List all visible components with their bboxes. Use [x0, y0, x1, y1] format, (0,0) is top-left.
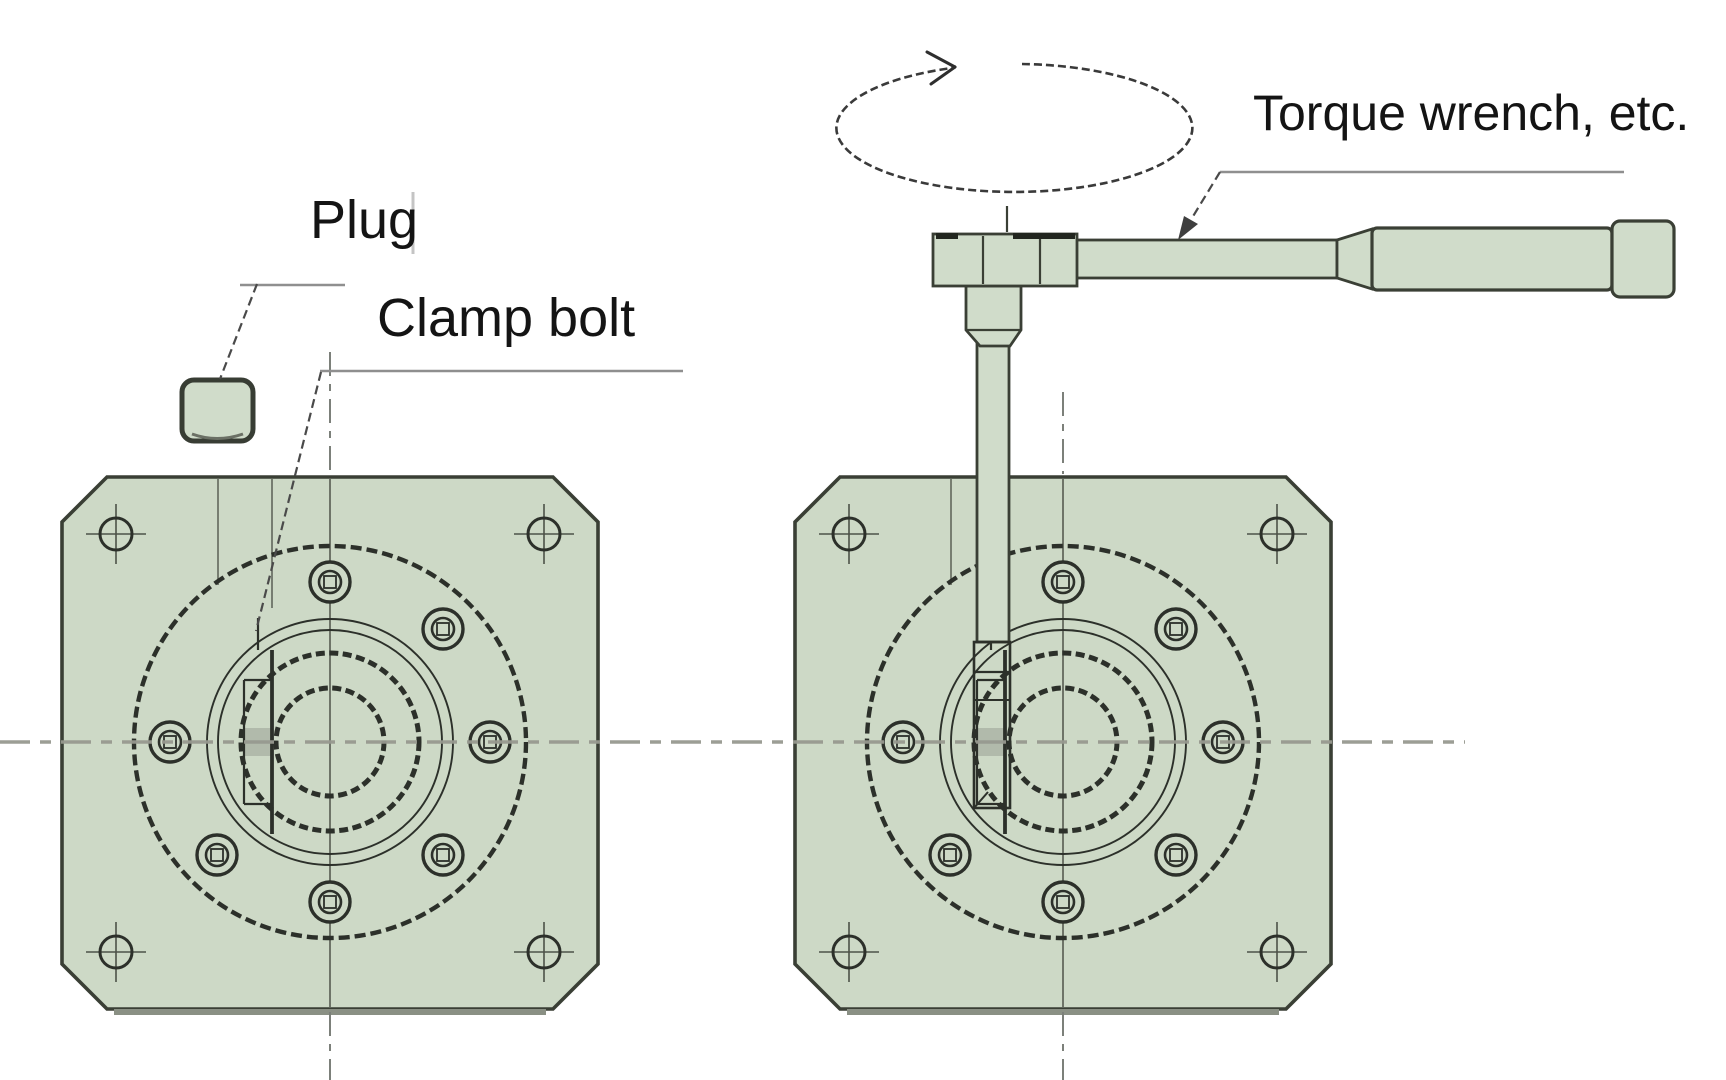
clamp-bolt-engaged: [972, 640, 1012, 810]
socket-extension-shaft: [975, 342, 1011, 644]
torque-wrench-label: Torque wrench, etc.: [1253, 85, 1689, 141]
clamp-bolt-label: Clamp bolt: [377, 288, 635, 348]
torque-leader-arrow-icon: [1178, 216, 1198, 240]
clamp-bolt-leader-line: [254, 369, 683, 632]
plug: [179, 377, 256, 444]
flange-left-view: [62, 477, 598, 1012]
plug-leader-line: [218, 283, 345, 380]
rotation-arrowhead-icon: [925, 50, 957, 86]
ratchet-head: [931, 232, 1079, 288]
torque-leader-line: [1178, 170, 1624, 240]
flange-right-view: [795, 477, 1331, 1012]
wrench-end-cap: [1610, 219, 1676, 299]
wrench-bar: [1073, 238, 1339, 280]
plug-label: Plug: [310, 190, 418, 250]
rotation-arrow: [835, 50, 1194, 194]
rotation-arc: [835, 62, 1194, 194]
torque-wrench: [931, 206, 1676, 810]
wrench-taper: [1335, 227, 1374, 291]
wrench-grip: [1370, 226, 1614, 292]
socket-adapter: [964, 284, 1023, 348]
